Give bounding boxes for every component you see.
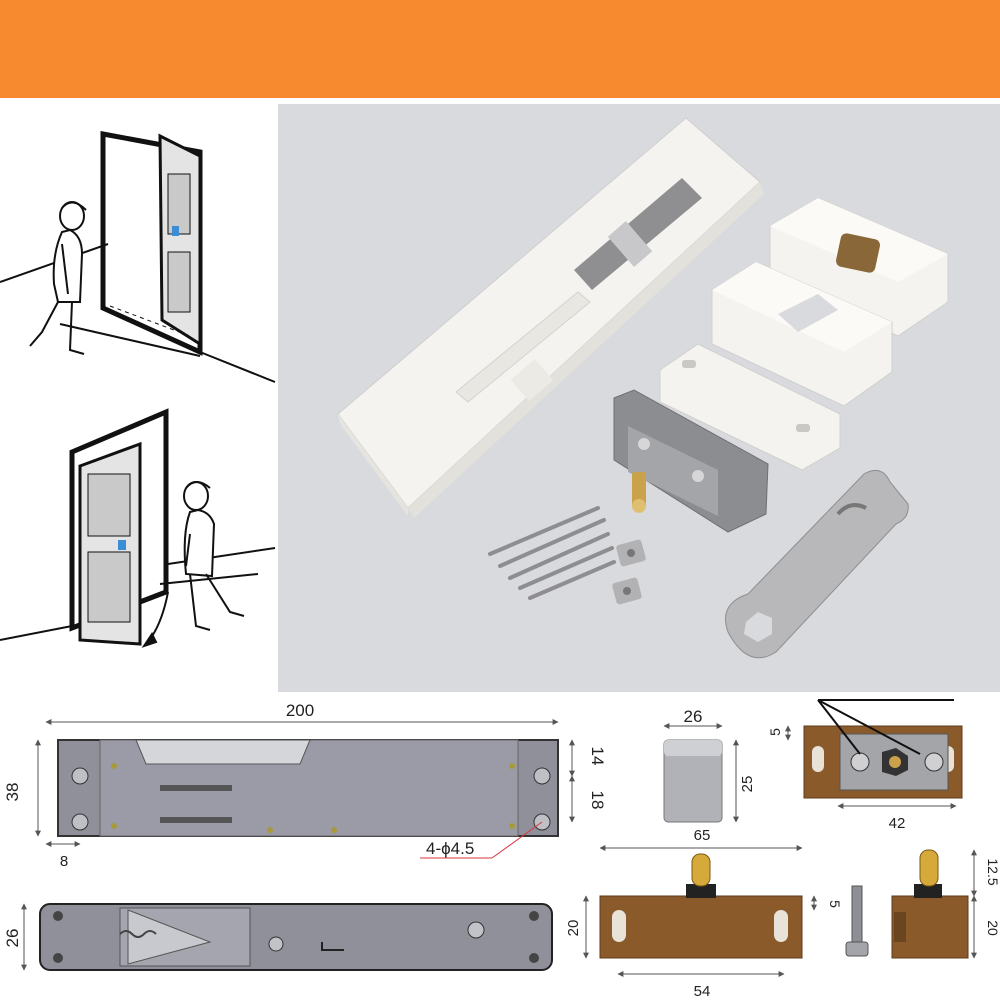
dim-housing-hole-span: 54 xyxy=(694,983,711,1000)
door-icon xyxy=(100,130,203,356)
door-icon xyxy=(69,408,169,648)
main-body-top-view xyxy=(57,739,559,837)
walking-person-icon xyxy=(29,201,87,355)
main-dimension-lines xyxy=(35,719,575,847)
dim-block-width: 26 xyxy=(684,707,703,726)
lower-scene xyxy=(0,408,276,648)
usage-illustration xyxy=(0,130,276,648)
bronze-housing-side xyxy=(891,849,969,959)
dim-main-upper: 14 xyxy=(588,747,607,766)
product-photo xyxy=(278,104,1000,692)
set-screw xyxy=(845,885,869,957)
walking-person-icon xyxy=(183,481,245,631)
bronze-plate xyxy=(803,725,963,799)
main-body-side-view xyxy=(39,903,553,971)
screws xyxy=(488,506,616,600)
steel-bracket xyxy=(725,469,909,659)
dim-main-lower: 18 xyxy=(588,791,607,810)
striker-block-lower xyxy=(711,261,893,407)
top-banner xyxy=(0,0,1000,98)
mounting-spacer xyxy=(659,343,841,471)
square-nuts xyxy=(612,539,646,605)
upper-scene xyxy=(0,130,276,383)
bronze-housing-front xyxy=(599,853,803,959)
dim-side-height: 26 xyxy=(3,929,22,948)
dim-housing-height: 20 xyxy=(565,920,582,937)
door-closer-body xyxy=(337,117,764,518)
latch-housing xyxy=(613,389,769,533)
dim-left-offset: 8 xyxy=(60,853,68,870)
hole-callout-line xyxy=(420,821,543,859)
dim-holes: 4-ϕ4.5 xyxy=(426,839,474,858)
striker-block-upper xyxy=(769,197,949,337)
dim-main-height: 38 xyxy=(3,783,22,802)
dim-housing-length: 65 xyxy=(694,827,711,844)
technical-drawing: 200 38 14 18 8 4-ϕ4.5 26 26 25 xyxy=(3,699,1000,1000)
dim-plate-top: 5 xyxy=(767,728,783,736)
dim-block-height: 25 xyxy=(739,776,756,793)
dim-housing-offset: 5 xyxy=(827,900,843,908)
dim-plate-hole-span: 42 xyxy=(889,815,906,832)
small-block xyxy=(663,739,723,823)
dim-side-body-height: 20 xyxy=(985,920,1000,936)
dim-main-length: 200 xyxy=(286,701,314,720)
dim-pin-height: 12.5 xyxy=(985,858,1000,885)
